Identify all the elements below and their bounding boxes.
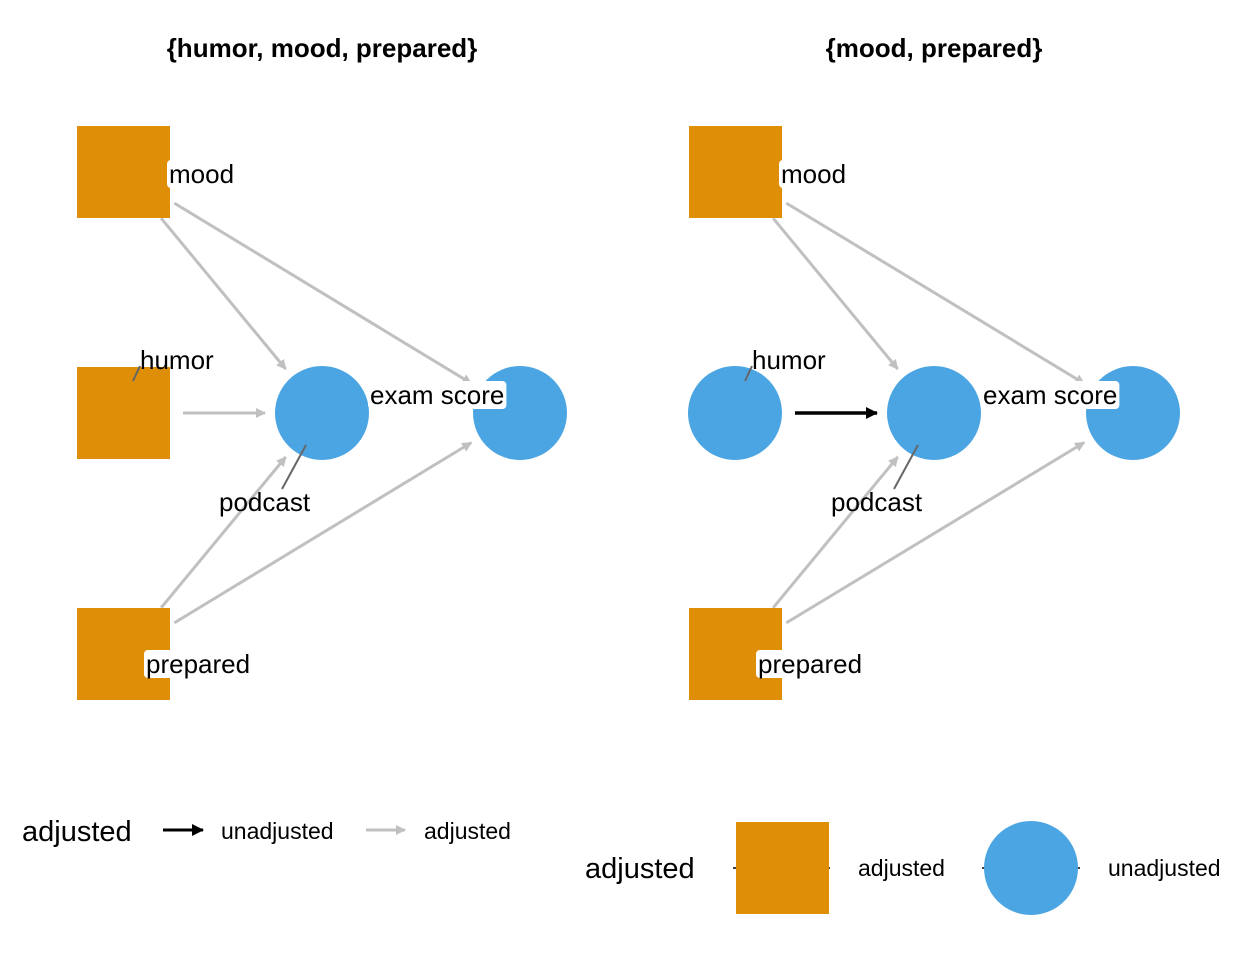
node-humor-left (77, 367, 170, 459)
edge-prepared-to-exam-right (785, 441, 1086, 625)
node-legend-key-square (736, 822, 829, 914)
panel-title-left: {humor, mood, prepared} (167, 33, 478, 63)
node-legend-label-adjusted: adjusted (858, 855, 945, 881)
node-podcast-right (887, 366, 981, 460)
label-leader-podcast-right (893, 444, 919, 490)
node-label-podcast-right: podcast (831, 487, 923, 517)
edge-legend-title: adjusted (22, 816, 132, 848)
edge-prepared-to-podcast-right (772, 456, 899, 609)
node-label-exam-left: exam score (370, 380, 504, 410)
label-background-exam-left (368, 381, 507, 409)
node-mood-left (77, 126, 170, 218)
edge-legend-label-unadjusted: unadjusted (221, 818, 334, 844)
edge-prepared-to-podcast-left (160, 456, 287, 609)
node-legend-label-unadjusted: unadjusted (1108, 855, 1221, 881)
edge-legend-label-adjusted: adjusted (424, 818, 511, 844)
node-mood-right (689, 126, 782, 218)
node-legend: adjusted adjusted unadjusted (585, 821, 1221, 915)
panel-title-right: {mood, prepared} (826, 33, 1043, 63)
label-background-mood-left (167, 160, 237, 188)
node-label-prepared-right: prepared (758, 649, 862, 679)
edge-legend: adjusted unadjusted adjusted (22, 816, 511, 848)
edge-mood-to-podcast-right (772, 217, 899, 370)
node-label-mood-right: mood (781, 159, 846, 189)
node-label-humor-left: humor (140, 345, 214, 375)
label-background-mood-right (779, 160, 849, 188)
node-label-mood-left: mood (169, 159, 234, 189)
node-label-podcast-left: podcast (219, 487, 311, 517)
node-label-prepared-left: prepared (146, 649, 250, 679)
edge-prepared-to-exam-left (173, 441, 473, 625)
panel-right: mood humor prepared podcast exam score (688, 126, 1180, 700)
edge-mood-to-exam-left (173, 201, 473, 385)
node-legend-key-circle (984, 821, 1078, 915)
node-podcast-left (275, 366, 369, 460)
edge-mood-to-exam-right (785, 201, 1086, 385)
node-humor-right (688, 366, 782, 460)
label-background-prepared-left (144, 650, 253, 678)
label-background-exam-right (981, 381, 1120, 409)
label-leader-humor-left (132, 365, 141, 382)
label-background-prepared-right (756, 650, 865, 678)
node-legend-title: adjusted (585, 853, 695, 885)
node-label-exam-right: exam score (983, 380, 1117, 410)
node-label-humor-right: humor (752, 345, 826, 375)
label-leader-humor-right (744, 365, 753, 382)
label-leader-podcast-left (281, 444, 307, 490)
edge-mood-to-podcast-left (160, 217, 287, 370)
panel-left: mood humor prepared podcast exam score (77, 126, 567, 700)
